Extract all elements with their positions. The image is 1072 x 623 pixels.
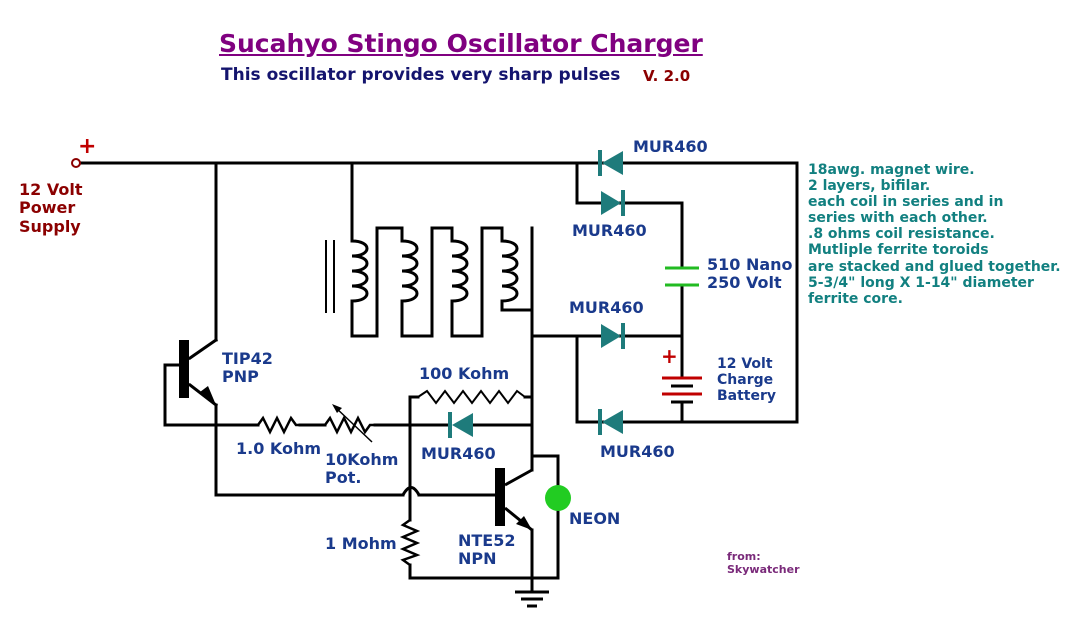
resistor-100k-symbol (417, 389, 526, 405)
resistor-100k-label: 100 Kohm (419, 364, 510, 383)
potentiometer-symbol (323, 404, 375, 443)
diode-bottom-label: MUR460 (600, 442, 675, 461)
power-terminal (71, 158, 81, 168)
power-supply-label: 12 Volt Power Supply (19, 180, 83, 236)
diode-base-label: MUR460 (421, 444, 496, 463)
resistor-1k-label: 1.0 Kohm (236, 439, 322, 458)
potentiometer-label: 10Kohm Pot. (325, 450, 399, 488)
capacitor-symbol (665, 266, 699, 287)
diode-base-symbol (448, 412, 473, 438)
diode-second-label: MUR460 (572, 221, 647, 240)
diode-second-symbol (601, 190, 625, 216)
page-subtitle: This oscillator provides very sharp puls… (221, 65, 621, 85)
diode-mid-symbol (601, 323, 625, 349)
wires (74, 161, 799, 592)
diode-mid-label: MUR460 (569, 298, 644, 317)
battery-symbol (662, 376, 702, 404)
neon-label: NEON (569, 509, 621, 528)
version-label: V. 2.0 (643, 67, 691, 85)
neon-lamp (545, 485, 571, 511)
pnp-transistor-symbol (179, 340, 216, 405)
coil-transformer (325, 226, 532, 338)
page-title: Sucahyo Stingo Oscillator Charger (219, 29, 703, 58)
battery-label: 12 Volt Charge Battery (717, 356, 777, 405)
resistor-1k-symbol (256, 415, 300, 435)
coil-notes: 18awg. magnet wire. 2 layers, bifilar. e… (808, 162, 1061, 307)
diode-bottom-symbol (598, 409, 623, 435)
wire-crossover (401, 486, 421, 496)
diode-top-symbol (598, 150, 623, 176)
npn-transistor-symbol (495, 468, 533, 532)
resistor-1m-symbol (399, 518, 421, 567)
diode-top-label: MUR460 (633, 137, 708, 156)
capacitor-label: 510 Nano 250 Volt (707, 255, 793, 293)
ground-symbol (515, 590, 549, 608)
pnp-transistor-label: TIP42 PNP (222, 349, 273, 387)
resistor-1m-label: 1 Mohm (325, 534, 397, 553)
npn-transistor-label: NTE52 NPN (458, 531, 516, 569)
credit-label: from: Skywatcher (727, 550, 800, 576)
power-plus-sign: + (78, 134, 97, 159)
battery-plus-sign: + (661, 344, 678, 368)
